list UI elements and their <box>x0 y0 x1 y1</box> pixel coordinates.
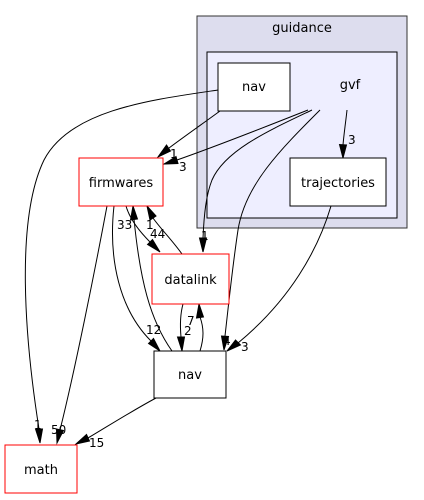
arrowhead-datalink-to-nav <box>176 336 186 352</box>
edge-nav-guidance-to-firmwares <box>168 110 221 149</box>
arrowhead-gvf-to-datalink <box>198 237 208 253</box>
edge-gvf-to-trajectories <box>342 109 348 146</box>
arrowhead-nav-to-datalink <box>195 302 205 319</box>
edge-nav-to-firmwares <box>133 218 173 352</box>
node-math[interactable]: math <box>4 444 78 494</box>
node-math-box[interactable] <box>4 444 78 494</box>
node-nav[interactable]: nav <box>153 350 227 399</box>
edge-label-firmwares-to-math: 50 <box>51 423 66 437</box>
arrowhead-datalink-to-firmwares <box>146 204 157 221</box>
node-trajectories-label[interactable]: trajectories <box>301 176 375 191</box>
edge-firmwares-to-datalink <box>125 205 151 243</box>
edge-label-datalink-to-firmwares: 1 <box>146 218 154 232</box>
edge-gvf-to-datalink <box>202 109 313 239</box>
edge-label-gvf-to-nav: 4 <box>223 334 231 348</box>
edge-nav-guidance-to-math <box>24 89 219 430</box>
node-trajectories[interactable]: trajectories <box>289 157 387 207</box>
arrowhead-gvf-to-firmwares <box>162 155 179 165</box>
node-datalink-box[interactable] <box>151 253 230 305</box>
arrowhead-firmwares-to-math <box>55 428 65 445</box>
node-firmwares[interactable]: firmwares <box>78 157 164 207</box>
arrowhead-nav-to-math <box>74 433 91 445</box>
node-math-label[interactable]: math <box>24 463 58 478</box>
node-nav-guidance-label[interactable]: nav <box>242 80 266 95</box>
edge-label-nav-to-math: 15 <box>89 436 104 450</box>
node-nav-guidance-box[interactable] <box>217 62 291 112</box>
edge-label-nav-guidance-to-firmwares: 1 <box>170 147 178 161</box>
edge-label-datalink-to-nav: 2 <box>184 324 192 338</box>
edge-label-gvf-to-datalink: 1 <box>201 229 209 243</box>
node-nav-box[interactable] <box>153 350 227 399</box>
edge-label-firmwares-to-nav: 12 <box>146 323 161 337</box>
edge-nav-to-math <box>87 397 157 439</box>
edge-firmwares-to-nav <box>112 205 152 342</box>
node-firmwares-label[interactable]: firmwares <box>89 176 154 191</box>
edge-label-trajectories-to-nav: 3 <box>241 340 249 354</box>
node-trajectories-box[interactable] <box>289 157 387 207</box>
arrowhead-gvf-to-nav <box>220 335 230 351</box>
edge-datalink-to-firmwares <box>152 217 183 255</box>
edge-gvf-to-firmwares <box>176 109 309 161</box>
edge-datalink-to-nav <box>179 303 184 338</box>
edge-trajectories-to-nav <box>237 205 332 344</box>
node-firmwares-box[interactable] <box>78 157 164 207</box>
arrowhead-firmwares-to-nav <box>147 337 162 353</box>
edges: 3 3 1 1 3 4 44 1 33 <box>24 89 356 450</box>
arrowhead-nav-guidance-to-math <box>34 428 44 444</box>
node-datalink-label[interactable]: datalink <box>164 273 217 288</box>
arrowhead-gvf-to-trajectories <box>338 143 348 160</box>
arrowhead-nav-guidance-to-firmwares <box>156 144 172 159</box>
edge-label-firmwares-to-datalink: 44 <box>150 227 165 241</box>
edge-label-nav-to-firmwares: 33 <box>117 218 132 232</box>
edge-gvf-to-nav <box>224 109 321 337</box>
node-datalink[interactable]: datalink <box>151 253 230 305</box>
edge-firmwares-to-math <box>59 205 108 431</box>
arrowhead-trajectories-to-nav <box>226 339 242 352</box>
node-gvf[interactable]: gvf <box>340 78 361 93</box>
node-gvf-label[interactable]: gvf <box>340 78 361 93</box>
edge-label-gvf-to-firmwares: 3 <box>179 160 187 174</box>
edge-nav-to-datalink <box>199 316 204 352</box>
arrowhead-firmwares-to-datalink <box>146 238 161 253</box>
cluster-guidance-label[interactable]: guidance <box>272 21 332 36</box>
edge-label-nav-guidance-to-math: 1 <box>34 418 42 432</box>
edge-label-gvf-to-trajectories: 3 <box>348 133 356 147</box>
edge-label-nav-to-datalink: 7 <box>187 314 195 328</box>
node-nav-label[interactable]: nav <box>178 368 202 383</box>
node-nav-guidance[interactable]: nav <box>217 62 291 112</box>
arrowhead-nav-to-firmwares <box>129 204 139 221</box>
